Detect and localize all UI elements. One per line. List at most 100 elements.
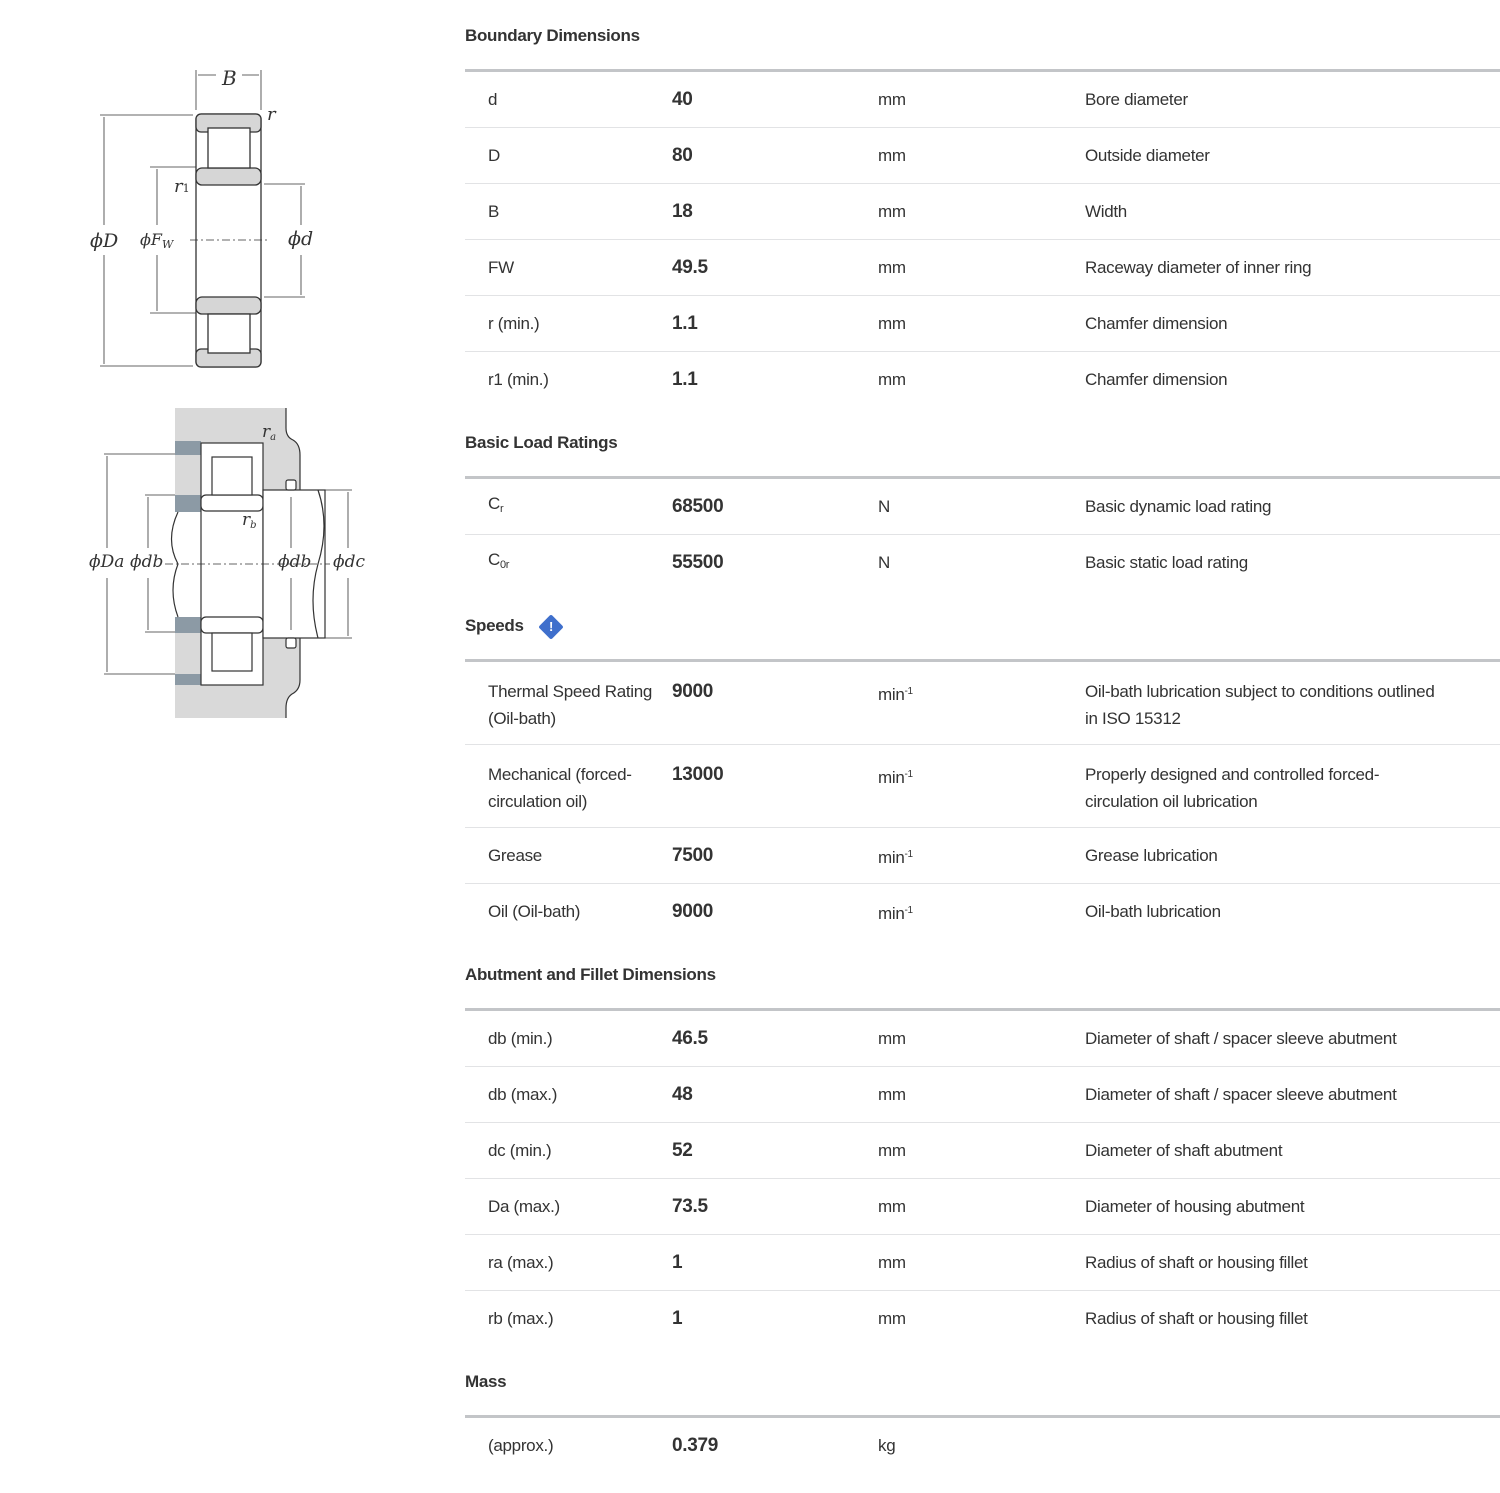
- row-label: ra (max.): [465, 1249, 672, 1276]
- row-label-text: B: [488, 202, 500, 221]
- row-value: 1: [672, 1252, 683, 1273]
- row-label-text: Oil (Oil-bath): [488, 902, 581, 921]
- row-unit: mm: [878, 142, 1085, 169]
- svg-text:ϕdb: ϕdb: [278, 552, 311, 572]
- section-header: Mass: [465, 1346, 1500, 1418]
- bearing-diagrams: B r r1 ϕD ϕFW ϕd ra: [89, 66, 365, 718]
- svg-text:r1: r1: [174, 176, 190, 197]
- row-description: Radius of shaft or housing fillet: [1085, 1253, 1308, 1272]
- row-description: Basic dynamic load rating: [1085, 497, 1272, 516]
- row-label-text: Thermal Speed Rating (Oil-bath): [488, 682, 653, 728]
- row-description: Radius of shaft or housing fillet: [1085, 1309, 1308, 1328]
- row-value: 48: [672, 1084, 693, 1105]
- row-label-text: r1 (min.): [488, 370, 549, 389]
- row-unit-text: mm: [878, 1253, 906, 1272]
- svg-text:ϕdc: ϕdc: [333, 552, 365, 572]
- row-unit-text: mm: [878, 314, 906, 333]
- section-header: Speeds!: [465, 590, 1500, 662]
- row-unit: min-1: [878, 841, 1085, 871]
- row-unit-text: mm: [878, 202, 906, 221]
- mounting-abutment-diagram: ra rb ϕDa ϕdb ϕdb ϕdc: [89, 408, 365, 718]
- row-description: Diameter of shaft abutment: [1085, 1141, 1283, 1160]
- row-value: 1.1: [672, 313, 698, 334]
- row-unit: mm: [878, 1025, 1085, 1052]
- svg-text:ϕDa: ϕDa: [89, 552, 124, 572]
- row-label-text: D: [488, 146, 500, 165]
- row-label: db (max.): [465, 1081, 672, 1108]
- section-title: Basic Load Ratings: [465, 432, 618, 452]
- row-label: d: [465, 86, 672, 113]
- row-value: 68500: [672, 496, 724, 517]
- table-row: ra (max.)1 mm Radius of shaft or housing f…: [465, 1235, 1500, 1291]
- row-label-text: C: [488, 550, 500, 569]
- svg-text:ϕD: ϕD: [90, 230, 118, 252]
- row-label-text: Da (max.): [488, 1197, 560, 1216]
- row-label: C0r: [465, 546, 672, 579]
- row-value: 52: [672, 1140, 693, 1161]
- row-label-subscript: 0r: [499, 559, 510, 571]
- row-unit: N: [878, 549, 1085, 576]
- section-header: Abutment and Fillet Dimensions: [465, 939, 1500, 1011]
- row-label-text: Mechanical (forced-circulation oil): [488, 765, 632, 811]
- section-header: Basic Load Ratings: [465, 407, 1500, 479]
- row-unit: mm: [878, 86, 1085, 113]
- row-label-text: r (min.): [488, 314, 540, 333]
- row-label: Cr: [465, 490, 672, 523]
- row-description: Width: [1085, 202, 1127, 221]
- row-unit: min-1: [878, 761, 1085, 791]
- row-label: db (min.): [465, 1025, 672, 1052]
- row-label: rb (max.): [465, 1305, 672, 1332]
- row-value: 0.379: [672, 1435, 719, 1456]
- row-unit: mm: [878, 310, 1085, 337]
- row-value: 73.5: [672, 1196, 708, 1217]
- row-unit: mm: [878, 254, 1085, 281]
- row-unit: min-1: [878, 897, 1085, 927]
- row-label: r (min.): [465, 310, 672, 337]
- row-description: Properly designed and controlled forced-…: [1085, 765, 1380, 811]
- row-description: Diameter of shaft / spacer sleeve abutme…: [1085, 1085, 1397, 1104]
- row-unit: mm: [878, 198, 1085, 225]
- row-label-text: d: [488, 90, 498, 109]
- row-unit: mm: [878, 366, 1085, 393]
- row-unit: mm: [878, 1249, 1085, 1276]
- svg-text:r: r: [267, 104, 277, 125]
- row-label: FW: [465, 254, 672, 281]
- row-value: 1: [672, 1308, 683, 1329]
- row-description: Outside diameter: [1085, 146, 1210, 165]
- row-value: 46.5: [672, 1028, 708, 1049]
- row-unit-text: mm: [878, 258, 906, 277]
- row-value: 7500: [672, 845, 714, 866]
- info-icon[interactable]: !: [537, 613, 564, 640]
- row-unit-text: mm: [878, 1197, 906, 1216]
- spec-section: Speeds! Thermal Speed Rating (Oil-bath) 90…: [465, 590, 1500, 939]
- spec-section: Abutment and Fillet Dimensions db (min.) 4…: [465, 939, 1500, 1346]
- svg-text:rb: rb: [242, 510, 257, 531]
- svg-text:ϕFW: ϕFW: [140, 230, 175, 251]
- row-unit-text: kg: [878, 1436, 896, 1455]
- row-unit-superscript: -1: [904, 769, 914, 780]
- row-description: Oil-bath lubrication: [1085, 902, 1221, 921]
- row-unit: mm: [878, 1081, 1085, 1108]
- section-title: Boundary Dimensions: [465, 25, 640, 45]
- row-label: Da (max.): [465, 1193, 672, 1220]
- row-value: 40: [672, 89, 693, 110]
- row-value: 9000: [672, 681, 714, 702]
- row-unit-text: min: [878, 768, 905, 787]
- row-value: 49.5: [672, 257, 708, 278]
- row-unit-superscript: -1: [904, 904, 914, 916]
- table-row: Mechanical (forced-circulation oil)13000…: [465, 745, 1500, 828]
- svg-text:ϕd: ϕd: [288, 228, 313, 250]
- section-title: Speeds: [465, 615, 524, 635]
- row-value: 55500: [672, 552, 724, 573]
- bearing-cross-section-diagram: B r r1 ϕD ϕFW ϕd: [90, 66, 313, 368]
- row-label-subscript: r: [499, 503, 504, 515]
- row-label-text: db (min.): [488, 1029, 553, 1048]
